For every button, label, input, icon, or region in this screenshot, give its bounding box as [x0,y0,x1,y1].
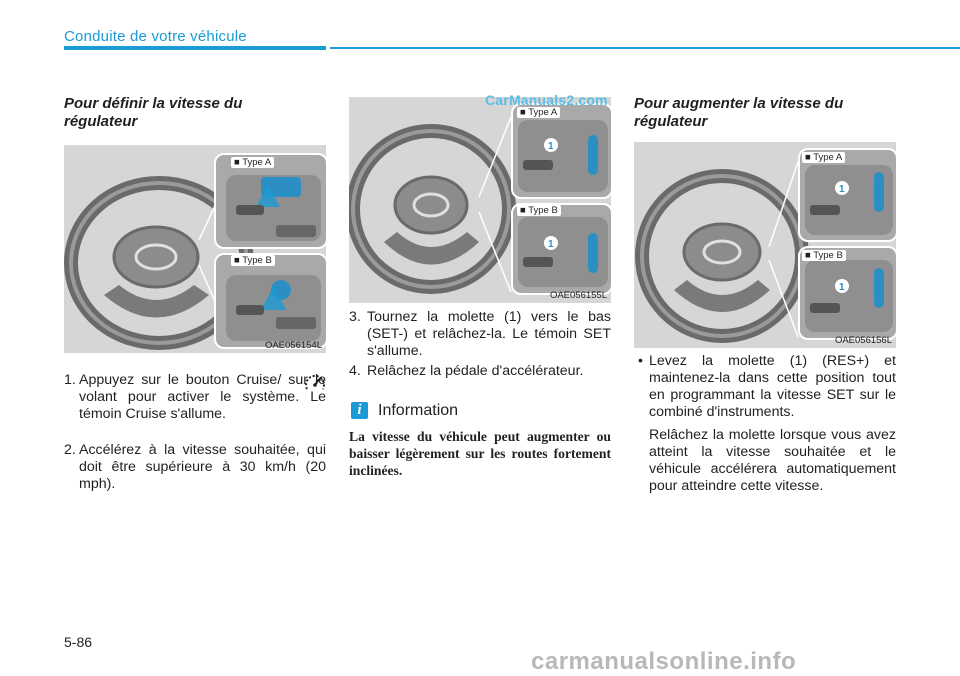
type-b-tag: ■ Type B [231,255,275,266]
svg-text:1: 1 [548,141,554,152]
figure-code: OAE056154L [264,340,322,351]
watermark-bottom: carmanualsonline.info [531,648,797,675]
figure-code: OAE056155L [549,290,607,301]
step-2-text: Accélérez à la vitesse souhaitée, qui do… [79,442,326,492]
inset-type-a [214,153,328,249]
header-rule-thick [64,46,326,50]
figure-code: OAE056156L [834,335,892,346]
bullet-continuation: Relâchez la molette lorsque vous avez at… [649,427,896,495]
bullet-raise-lever: • Levez la molette (1) (RES+) et mainten… [634,353,896,421]
bullet-continuation-text: Relâchez la molette lorsque vous avez at… [649,427,896,494]
inset-type-b: 1 [511,203,613,295]
step-3-number: 3. [349,309,361,325]
header-rule-thin [330,47,960,49]
figure-set-speed: ■ Type A ■ Type B OAE056154L [64,145,328,353]
step-2-number: 2. [64,442,76,458]
page-number: 5-86 [64,634,93,650]
steering-wheel-illustration [346,116,516,294]
watermark-top: CarManuals2.com [485,92,608,108]
step-1: 1. Appuyez sur le bouton Cruise/ sur le … [64,372,326,423]
chapter-title: Conduite de votre véhicule [64,28,247,45]
step-3-text: Tournez la molette (1) vers le bas (SET-… [367,309,611,359]
step-1-text: Appuyez sur le bouton Cruise/ sur le vol… [79,372,326,422]
bullet-text: Levez la molette (1) (RES+) et maintenez… [649,353,896,420]
inset-type-a: 1 [798,148,898,242]
step-4-text: Relâchez la pédale d'accélérateur. [367,363,584,379]
inset-type-a: 1 [511,103,613,199]
svg-text:1: 1 [839,184,845,195]
step-2: 2. Accélérez à la vitesse souhaitée, qui… [64,442,326,493]
svg-text:1: 1 [548,239,554,250]
type-a-tag: ■ Type A [231,157,275,168]
inset-type-b: 1 [798,246,898,340]
type-b-tag: ■ Type B [802,250,846,261]
section-title-increase-speed: Pour augmenter la vitesse du régulateur [634,95,844,130]
svg-text:1: 1 [839,282,845,293]
type-a-tag: ■ Type A [517,107,561,118]
step-3: 3. Tournez la molette (1) vers le bas (S… [349,309,611,360]
step-4-number: 4. [349,363,361,379]
figure-set-down: 1 1 ■ Type A ■ Type B OAE056155L [346,97,613,303]
inset-type-b [214,253,328,349]
type-a-tag: ■ Type A [802,152,846,163]
figure-increase-speed: 1 1 ■ Type A ■ Type B OAE056156L [634,142,898,348]
cruise-speedometer-icon [305,374,325,390]
type-b-tag: ■ Type B [517,205,561,216]
bullet-mark: • [638,353,643,369]
information-text: La vitesse du véhicule peut augmenter ou… [349,429,611,478]
information-title: Information [378,402,459,419]
step-1-number: 1. [64,372,76,388]
information-icon: i [351,402,368,419]
section-title-set-speed: Pour définir la vitesse du régulateur [64,95,243,130]
step-4: 4. Relâchez la pédale d'accélérateur. [349,363,611,380]
